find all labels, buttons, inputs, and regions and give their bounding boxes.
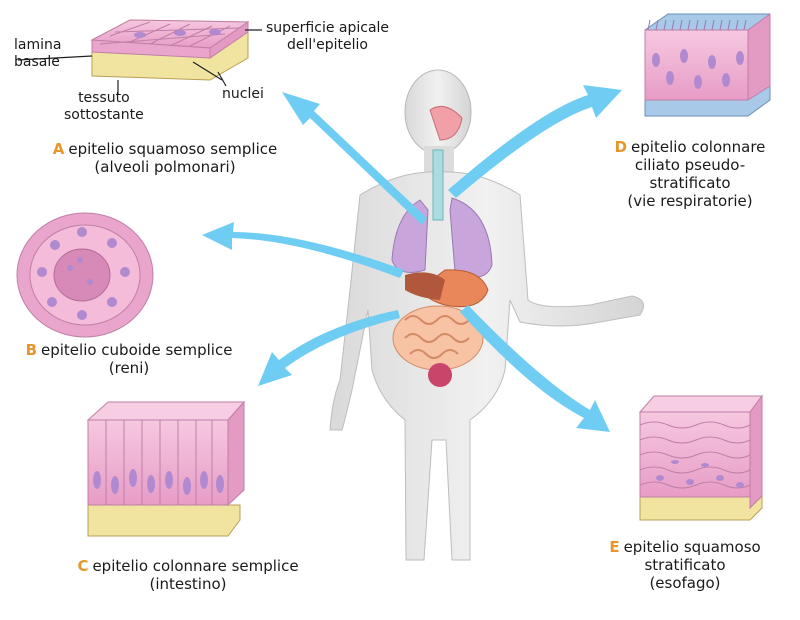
label-a-line2: (alveoli polmonari) [94,158,236,176]
callout-nuclei-text: nuclei [222,86,264,102]
tissue-d-illustration [644,13,771,117]
label-d-line2: ciliato pseudo- [634,156,746,174]
callout-lamina-line2: basale [14,54,60,70]
tissue-e-illustration [638,394,763,521]
arrow-to-c [258,310,400,386]
label-c-line2: (intestino) [149,575,227,593]
label-d-line1: epitelio colonnare [631,138,766,156]
callout-superficie-line1: superficie apicale [266,20,390,36]
label-e-line2: stratificato [644,556,726,574]
callout-superficie-apicale: superficie apicale dell'epitelio [266,20,389,54]
arrows [202,85,622,432]
label-d-line3: stratificato [649,174,731,192]
callout-tessuto-sottostante: tessuto sottostante [64,90,144,124]
label-e-line3: (esofago) [649,574,721,592]
arrow-to-a [282,92,427,225]
callout-superficie-line2: dell'epitelio [287,37,368,53]
callout-tessuto-line2: sottostante [64,107,144,123]
letter-b: B [25,341,37,359]
callout-tessuto-line1: tessuto [78,90,130,106]
letter-c: C [77,557,89,575]
label-b-line1: epitelio cuboide semplice [41,341,233,359]
arrow-to-d [448,85,622,198]
human-body-figure [329,69,645,561]
callout-nuclei: nuclei [222,86,264,103]
letter-a: A [52,140,65,158]
arrow-to-b [202,222,404,278]
tissue-c-illustration [86,400,246,537]
callout-lamina-line1: lamina [14,37,62,53]
tissue-b-illustration [16,212,154,338]
label-c-line1: epitelio colonnare semplice [92,557,299,575]
arrow-to-e [460,305,610,432]
label-d-line4: (vie respiratorie) [627,192,753,210]
label-b-line2: (reni) [108,359,150,377]
tissue-a-illustration [17,19,262,95]
label-e-line1: epitelio squamoso [623,538,761,556]
callout-lamina-basale: lamina basale [14,37,61,71]
letter-d: D [614,138,628,156]
label-a-line1: epitelio squamoso semplice [68,140,278,158]
letter-e: E [609,538,620,556]
